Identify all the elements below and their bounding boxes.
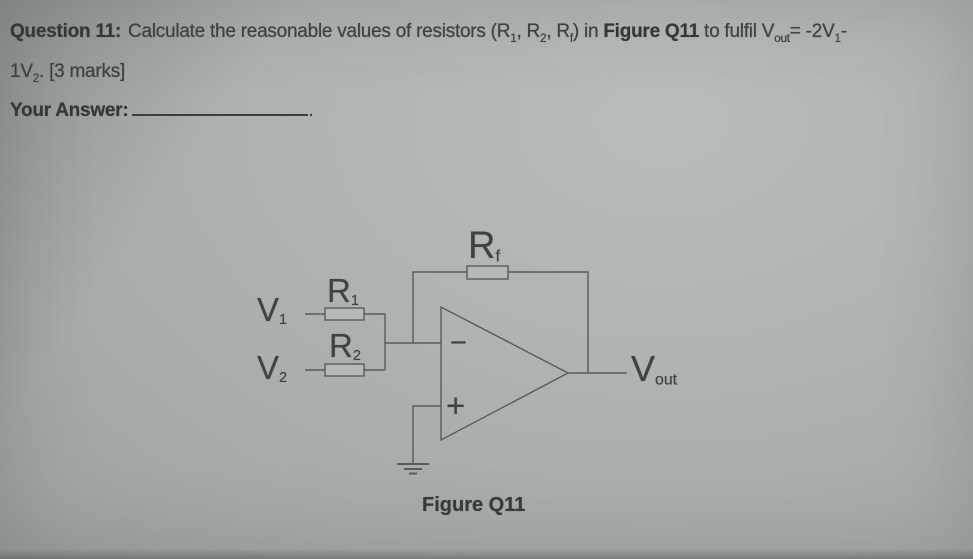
label-v2-base: V bbox=[257, 349, 280, 386]
label-v1-base: V bbox=[257, 291, 280, 328]
question-marks: . [3 marks] bbox=[39, 61, 125, 82]
question-text-line1: Question 11: Calculate the reasonable val… bbox=[10, 20, 847, 44]
label-v1-sub: 1 bbox=[279, 312, 288, 329]
subscript-v1: 1 bbox=[834, 31, 842, 45]
figure-caption: Figure Q11 bbox=[422, 494, 526, 516]
label-vout: Vout bbox=[631, 351, 677, 388]
figure-reference: Figure Q11 bbox=[603, 21, 700, 42]
question-body-2: , R bbox=[516, 21, 541, 42]
wire-noninverting-to-ground bbox=[412, 405, 441, 464]
wire-feedback-loop bbox=[412, 271, 589, 373]
answer-line: Your Answer:. bbox=[10, 99, 314, 123]
label-vout-sub: out bbox=[655, 371, 678, 389]
label-v2: V2 bbox=[257, 351, 287, 386]
question-body-7: - bbox=[840, 21, 847, 42]
label-rf: Rf bbox=[468, 227, 500, 265]
question-text-line2: 1V2. [3 marks] bbox=[10, 60, 125, 84]
label-r2: R2 bbox=[329, 329, 361, 364]
question-body-5: to fulfil V bbox=[699, 21, 775, 42]
subscript-rf: f bbox=[569, 31, 573, 45]
resistor-r2-body bbox=[324, 363, 365, 377]
label-r2-base: R bbox=[329, 327, 353, 364]
subscript-r2: 2 bbox=[540, 31, 547, 45]
label-r1: R1 bbox=[327, 274, 359, 309]
resistor-r1-body bbox=[324, 307, 365, 321]
resistor-rf-body bbox=[466, 265, 509, 280]
ground-symbol bbox=[397, 463, 429, 475]
opamp-plus-sign: + bbox=[446, 387, 466, 424]
label-r1-sub: 1 bbox=[350, 293, 359, 310]
question-body-6: = -2V bbox=[789, 21, 835, 42]
answer-label: Your Answer: bbox=[10, 100, 129, 121]
subscript-v2: 2 bbox=[32, 71, 40, 85]
question-body-8: 1V bbox=[10, 61, 33, 82]
answer-blank-line bbox=[132, 100, 309, 116]
label-r2-sub: 2 bbox=[352, 348, 361, 365]
resistor-bodies bbox=[324, 265, 509, 377]
label-r1-base: R bbox=[327, 272, 351, 309]
question-body-3: , R bbox=[546, 21, 570, 42]
opamp-triangle bbox=[440, 305, 570, 442]
opamp-minus-sign: − bbox=[450, 327, 467, 359]
label-v1: V1 bbox=[257, 293, 287, 328]
question-body-4: ) in bbox=[572, 21, 604, 42]
question-number: Question 11: bbox=[10, 21, 122, 42]
answer-period: . bbox=[308, 100, 314, 121]
label-rf-sub: f bbox=[495, 246, 501, 266]
label-rf-base: R bbox=[468, 225, 496, 267]
subscript-vout: out bbox=[774, 31, 790, 45]
subscript-r1: 1 bbox=[510, 31, 517, 45]
question-body-1: Calculate the reasonable values of resis… bbox=[128, 21, 511, 42]
label-vout-base: V bbox=[631, 348, 656, 389]
label-v2-sub: 2 bbox=[279, 370, 288, 387]
